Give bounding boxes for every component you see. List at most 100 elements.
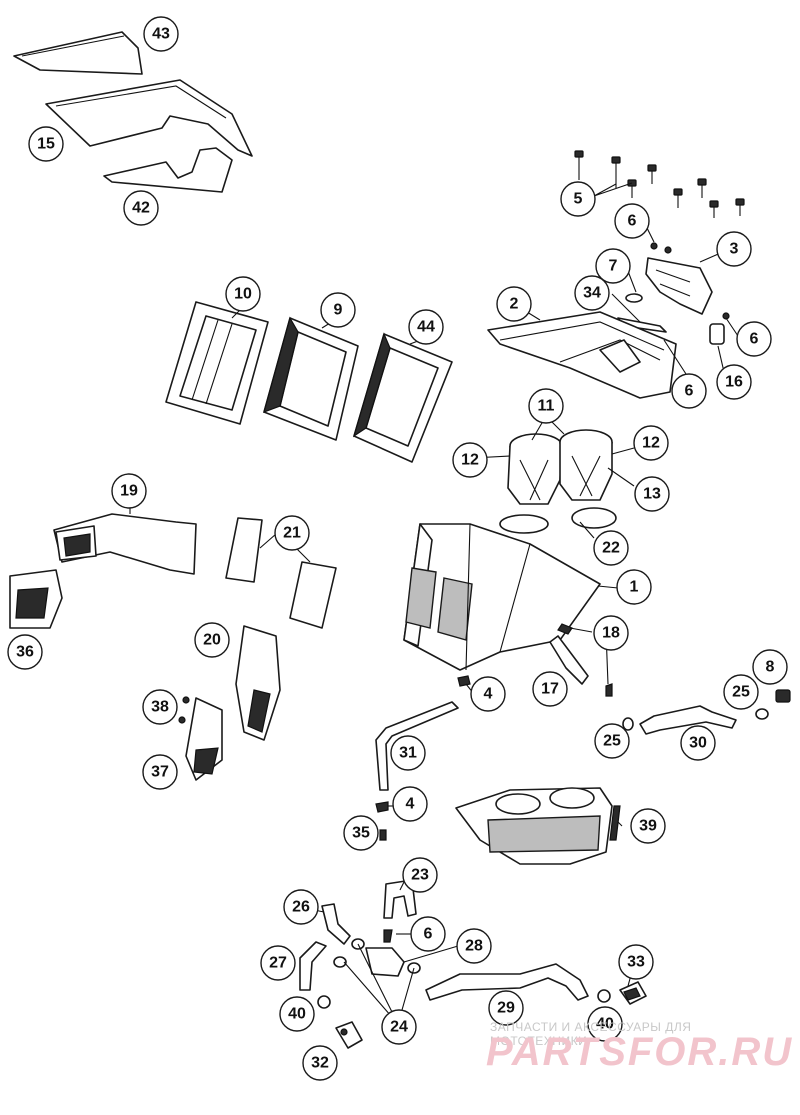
callout-c4a: 4 — [470, 676, 506, 712]
callout-c26: 26 — [283, 889, 319, 925]
callout-circle — [260, 945, 296, 981]
callout-circle — [593, 530, 629, 566]
callout-c6c: 6 — [671, 373, 707, 409]
callout-circle — [614, 203, 650, 239]
callout-c12a: 12 — [452, 442, 488, 478]
gaskets-21 — [225, 517, 337, 629]
callout-c34: 34 — [574, 275, 610, 311]
intake-funnel-right — [559, 429, 613, 501]
callout-circle — [28, 126, 64, 162]
callout-number: 11 — [538, 398, 555, 415]
callout-c35: 35 — [343, 815, 379, 851]
callout-number: 31 — [399, 745, 417, 762]
callout-circle — [716, 364, 752, 400]
callout-c42: 42 — [123, 190, 159, 226]
callout-c28: 28 — [456, 928, 492, 964]
callout-c13: 13 — [634, 476, 670, 512]
intake-scoop-36 — [9, 569, 63, 629]
callout-number: 23 — [411, 867, 429, 884]
callout-circle — [470, 676, 506, 712]
callout-circle — [283, 889, 319, 925]
callout-c36: 36 — [7, 634, 43, 670]
callout-c7: 7 — [595, 248, 631, 284]
callout-circle — [595, 248, 631, 284]
callout-number: 17 — [541, 681, 559, 698]
callout-circle — [587, 1006, 623, 1042]
callout-c11: 11 — [528, 388, 564, 424]
callout-circle — [496, 286, 532, 322]
callout-number: 35 — [352, 825, 370, 842]
intake-seals-22 — [499, 507, 617, 534]
callout-c40b: 40 — [587, 1006, 623, 1042]
callout-c16: 16 — [716, 364, 752, 400]
callout-number: 4 — [484, 686, 493, 703]
callout-circle — [410, 916, 446, 952]
callout-number: 26 — [292, 899, 310, 916]
callout-circle — [194, 622, 230, 658]
callout-c39: 39 — [630, 808, 666, 844]
callout-c12b: 12 — [633, 425, 669, 461]
callout-circle — [634, 476, 670, 512]
callout-circle — [752, 649, 788, 685]
callout-c37: 37 — [142, 754, 178, 790]
callout-c40a: 40 — [279, 996, 315, 1032]
callout-circle — [274, 515, 310, 551]
callout-c43: 43 — [143, 16, 179, 52]
watermark-logo: PARTSFOR.RU — [486, 1030, 794, 1074]
callout-number: 32 — [311, 1055, 329, 1072]
callout-c25a: 25 — [723, 674, 759, 710]
callout-number: 39 — [639, 818, 657, 835]
callout-number: 6 — [685, 383, 694, 400]
callout-number: 42 — [132, 200, 150, 217]
airbox-lid-2 — [487, 311, 677, 399]
callout-circle — [7, 634, 43, 670]
callout-number: 7 — [609, 258, 618, 275]
callout-number: 4 — [406, 796, 415, 813]
air-filter-44 — [352, 332, 453, 463]
hose-30 — [622, 689, 791, 735]
air-filter-10 — [165, 301, 269, 425]
callout-number: 15 — [37, 136, 55, 153]
callout-number: 12 — [642, 435, 660, 452]
callout-circle — [560, 181, 596, 217]
callout-number: 34 — [583, 285, 601, 302]
callout-number: 6 — [424, 926, 433, 943]
callout-number: 44 — [417, 319, 435, 336]
callout-number: 40 — [596, 1016, 614, 1033]
callout-c20: 20 — [194, 622, 230, 658]
bolt-set-5 — [574, 150, 745, 218]
callout-c8: 8 — [752, 649, 788, 685]
callout-c5: 5 — [560, 181, 596, 217]
air-filter-9 — [263, 316, 359, 441]
callout-number: 36 — [16, 644, 34, 661]
callout-circle — [616, 569, 652, 605]
callout-circle — [532, 671, 568, 707]
callout-number: 24 — [390, 1019, 408, 1036]
callout-c21: 21 — [274, 515, 310, 551]
callout-number: 30 — [689, 735, 707, 752]
callout-number: 20 — [203, 632, 221, 649]
callout-c17: 17 — [532, 671, 568, 707]
callout-number: 25 — [603, 733, 621, 750]
callout-circle — [142, 689, 178, 725]
intake-duct-19 — [53, 513, 197, 575]
callout-circle — [123, 190, 159, 226]
callout-number: 1 — [630, 579, 639, 596]
part-16-connector — [709, 312, 730, 345]
callout-c30: 30 — [680, 725, 716, 761]
watermark-tagline: ЗАПЧАСТИ И АКСЕССУАРЫ ДЛЯ МОТОТЕХНИКИ — [490, 1020, 692, 1048]
bracket-3 — [645, 242, 713, 315]
callout-c6b: 6 — [736, 321, 772, 357]
cover-plate-42 — [103, 147, 233, 193]
callout-c9: 9 — [320, 292, 356, 328]
callout-c6a: 6 — [614, 203, 650, 239]
callout-number: 6 — [628, 213, 637, 230]
callout-number: 3 — [730, 241, 739, 258]
callout-c29: 29 — [488, 990, 524, 1026]
callout-number: 28 — [465, 938, 483, 955]
callout-number: 22 — [602, 540, 620, 557]
callout-circle — [630, 808, 666, 844]
callout-circle — [593, 615, 629, 651]
callout-number: 16 — [725, 374, 743, 391]
callout-circle — [618, 944, 654, 980]
